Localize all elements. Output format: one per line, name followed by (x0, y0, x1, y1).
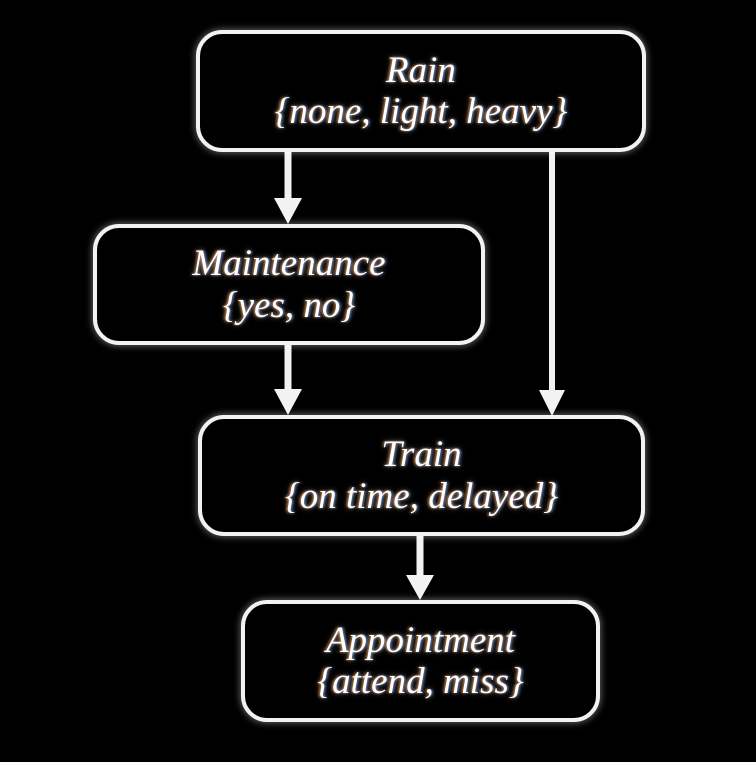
node-appointment-values: {attend, miss} (317, 661, 524, 702)
node-train-values: {on time, delayed} (284, 475, 559, 517)
node-appointment-title: Appointment (325, 619, 516, 661)
node-maintenance[interactable]: Maintenance {yes, no} (93, 224, 485, 345)
edge-rain-to-maintenance (268, 150, 308, 228)
edge-maintenance-to-train (268, 343, 308, 419)
node-rain-values: {none, light, heavy} (274, 91, 568, 132)
node-maintenance-values: {yes, no} (222, 284, 356, 326)
node-rain[interactable]: Rain {none, light, heavy} (196, 30, 646, 152)
node-train-title: Train (381, 434, 462, 476)
node-rain-title: Rain (386, 49, 456, 91)
node-maintenance-title: Maintenance (192, 243, 386, 285)
edge-train-to-appointment (400, 534, 440, 604)
node-train[interactable]: Train {on time, delayed} (198, 415, 645, 536)
edge-rain-to-train (532, 150, 572, 420)
node-appointment[interactable]: Appointment {attend, miss} (241, 600, 600, 722)
